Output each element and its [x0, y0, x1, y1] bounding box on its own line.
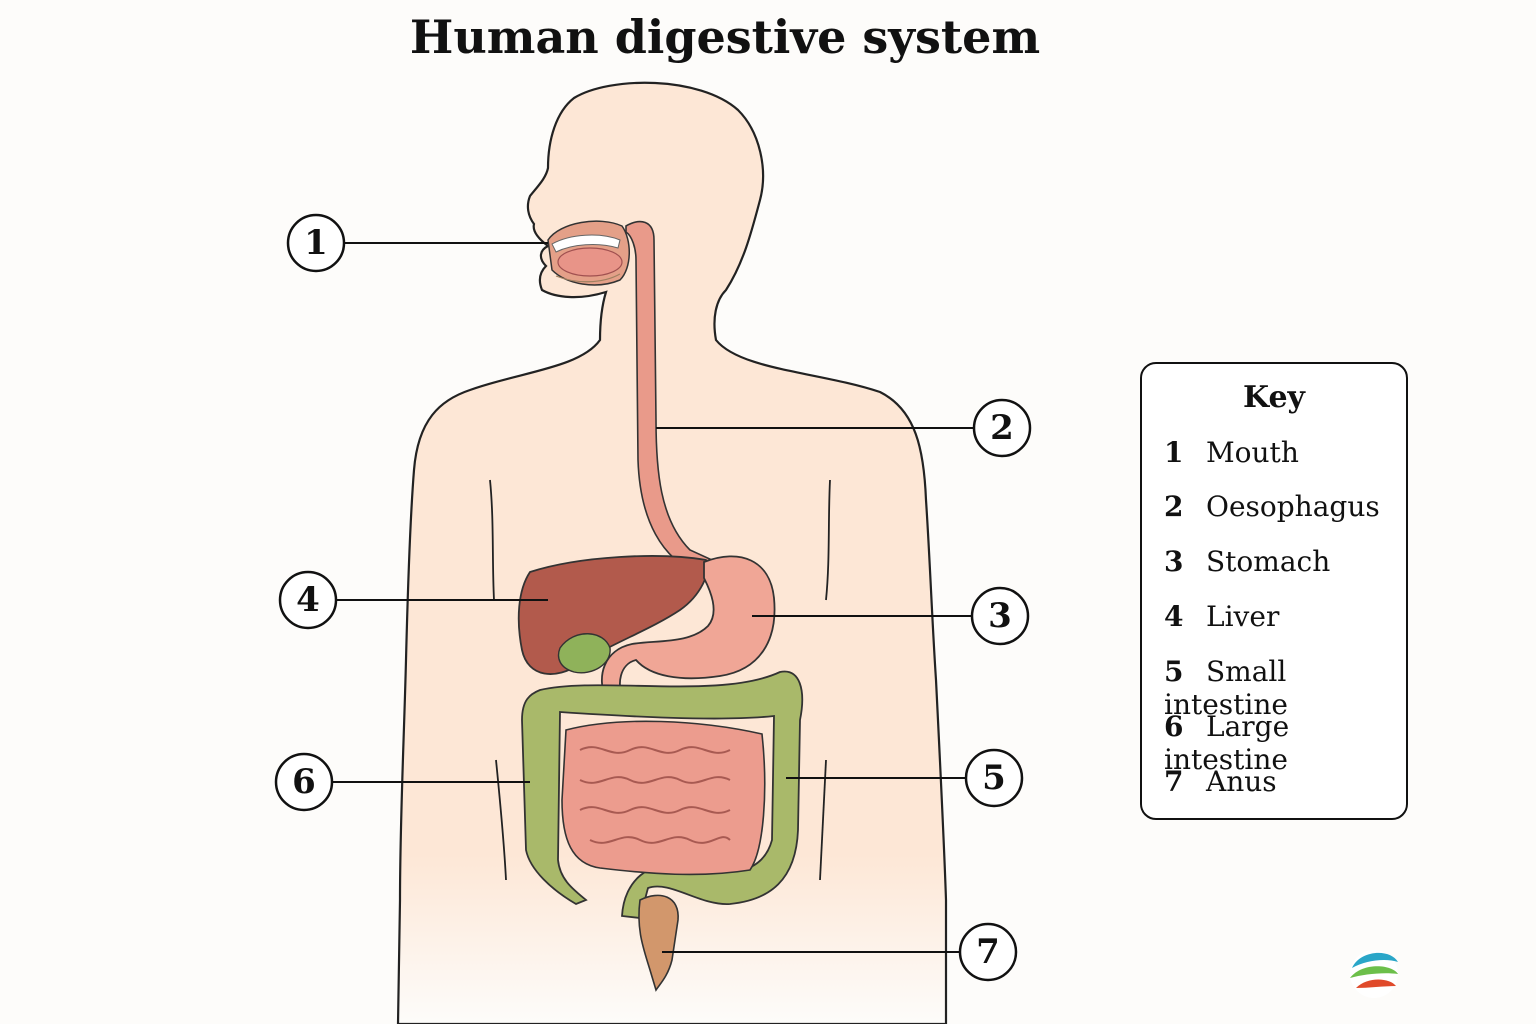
key-item-number: 4 [1164, 600, 1184, 633]
key-item-number: 2 [1164, 490, 1184, 523]
callout-2-number: 2 [990, 408, 1014, 448]
key-item-label: Large intestine [1164, 710, 1290, 776]
key-item-number: 7 [1164, 765, 1184, 798]
key-item-label: Anus [1206, 765, 1277, 798]
callout-6-number: 6 [292, 762, 316, 802]
key-item-number: 1 [1164, 436, 1184, 469]
key-item-number: 5 [1164, 655, 1184, 688]
key-item-mouth: 1 Mouth [1164, 436, 1299, 469]
key-item-label: Oesophagus [1206, 490, 1380, 523]
small-intestine [561, 720, 766, 876]
key-item-liver: 4 Liver [1164, 600, 1279, 633]
torso-line-right [825, 479, 831, 601]
callout-3: 3 [970, 586, 1030, 646]
callout-4: 4 [278, 570, 338, 630]
key-heading: Key [1243, 380, 1305, 415]
key-item-anus: 7 Anus [1164, 765, 1277, 798]
waist-line-left [495, 759, 507, 881]
callout-1-number: 1 [304, 223, 328, 263]
callout-6: 6 [274, 752, 334, 812]
callout-2: 2 [972, 398, 1032, 458]
key-item-number: 3 [1164, 545, 1184, 578]
key-item-label: Liver [1206, 600, 1280, 633]
torso-line-left [489, 479, 495, 601]
callout-7: 7 [958, 922, 1018, 982]
key-panel: Key 1 Mouth 2 Oesophagus 3 Stomach 4 Liver 5… [1140, 362, 1408, 820]
logo-icon [1350, 950, 1398, 998]
gallbladder [557, 633, 611, 674]
key-item-stomach: 3 Stomach [1164, 545, 1330, 578]
stomach [601, 555, 776, 701]
callout-4-number: 4 [296, 580, 320, 620]
mouth [547, 220, 630, 286]
key-item-number: 6 [1164, 710, 1184, 743]
callout-5: 5 [964, 748, 1024, 808]
waist-line-right [819, 759, 827, 881]
callout-3-number: 3 [988, 596, 1012, 636]
key-item-label: Stomach [1206, 545, 1331, 578]
key-item-oesophagus: 2 Oesophagus [1164, 490, 1380, 523]
callout-1: 1 [286, 213, 346, 273]
diagram-title: Human digestive system [409, 10, 1041, 64]
callout-5-number: 5 [982, 758, 1006, 798]
callout-7-number: 7 [976, 932, 1000, 972]
key-item-label: Mouth [1206, 436, 1299, 469]
rectum [638, 894, 679, 992]
key-item-label: Small intestine [1164, 655, 1288, 721]
